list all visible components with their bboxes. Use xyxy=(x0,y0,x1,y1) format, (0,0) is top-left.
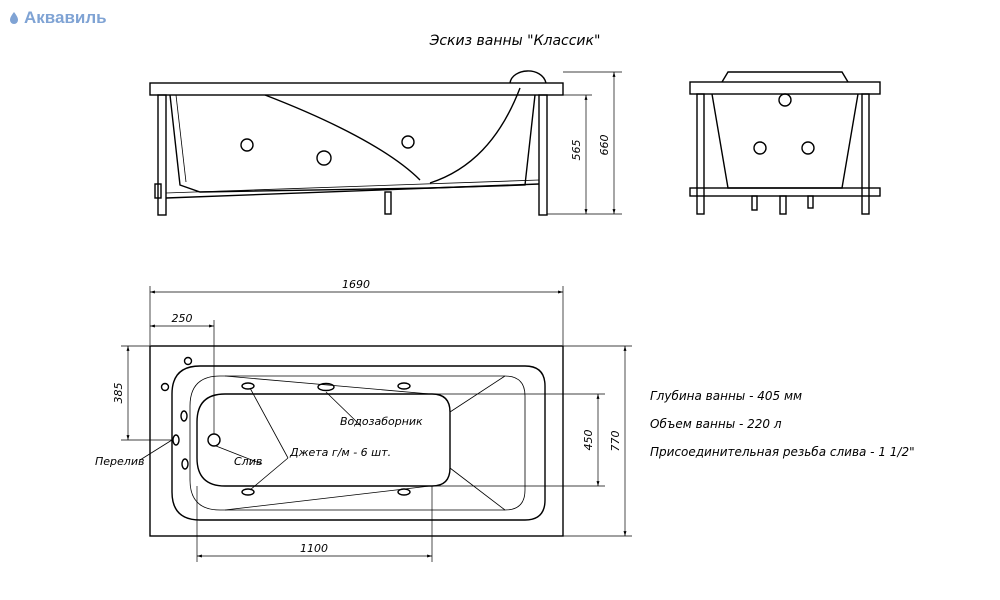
jet-icon xyxy=(801,141,815,155)
jet-icon xyxy=(317,382,335,392)
drawing-title: Эскиз ванны "Классик" xyxy=(429,33,601,49)
label-overflow: Перелив xyxy=(95,455,144,468)
label-water-intake: Водозаборник xyxy=(340,415,423,428)
end-view xyxy=(689,71,881,215)
dim-1100: 1100 xyxy=(300,542,328,555)
label-drain: Слив xyxy=(234,455,262,468)
dim-660: 660 xyxy=(598,135,611,156)
side-view: 565 660 xyxy=(149,70,622,216)
dim-770: 770 xyxy=(609,431,622,452)
jet-icon xyxy=(316,150,332,166)
label-jets: Джета г/м - 6 шт. xyxy=(289,446,391,459)
dim-450: 450 xyxy=(582,430,595,451)
spec-volume: Объем ванны - 220 л xyxy=(650,417,782,431)
dim-385: 385 xyxy=(112,383,125,404)
drop-icon xyxy=(10,12,18,24)
jet-icon xyxy=(241,488,255,496)
jet-icon xyxy=(240,138,254,152)
jet-icon xyxy=(778,93,792,107)
spec-depth: Глубина ванны - 405 мм xyxy=(650,389,802,403)
dim-565: 565 xyxy=(570,140,583,161)
jet-icon xyxy=(241,382,255,390)
jet-icon xyxy=(401,135,415,149)
top-view xyxy=(121,286,632,562)
brand-logo: Аквавиль xyxy=(8,8,107,28)
dim-length: 1690 xyxy=(342,278,370,291)
drain-icon xyxy=(207,433,221,447)
jet-icon xyxy=(397,488,411,496)
jet-icon xyxy=(397,382,411,390)
spec-thread: Присоединительная резьба слива - 1 1/2" xyxy=(650,445,915,459)
dim-250: 250 xyxy=(172,312,193,325)
jet-icon xyxy=(753,141,767,155)
brand-name: Аквавиль xyxy=(24,8,107,27)
